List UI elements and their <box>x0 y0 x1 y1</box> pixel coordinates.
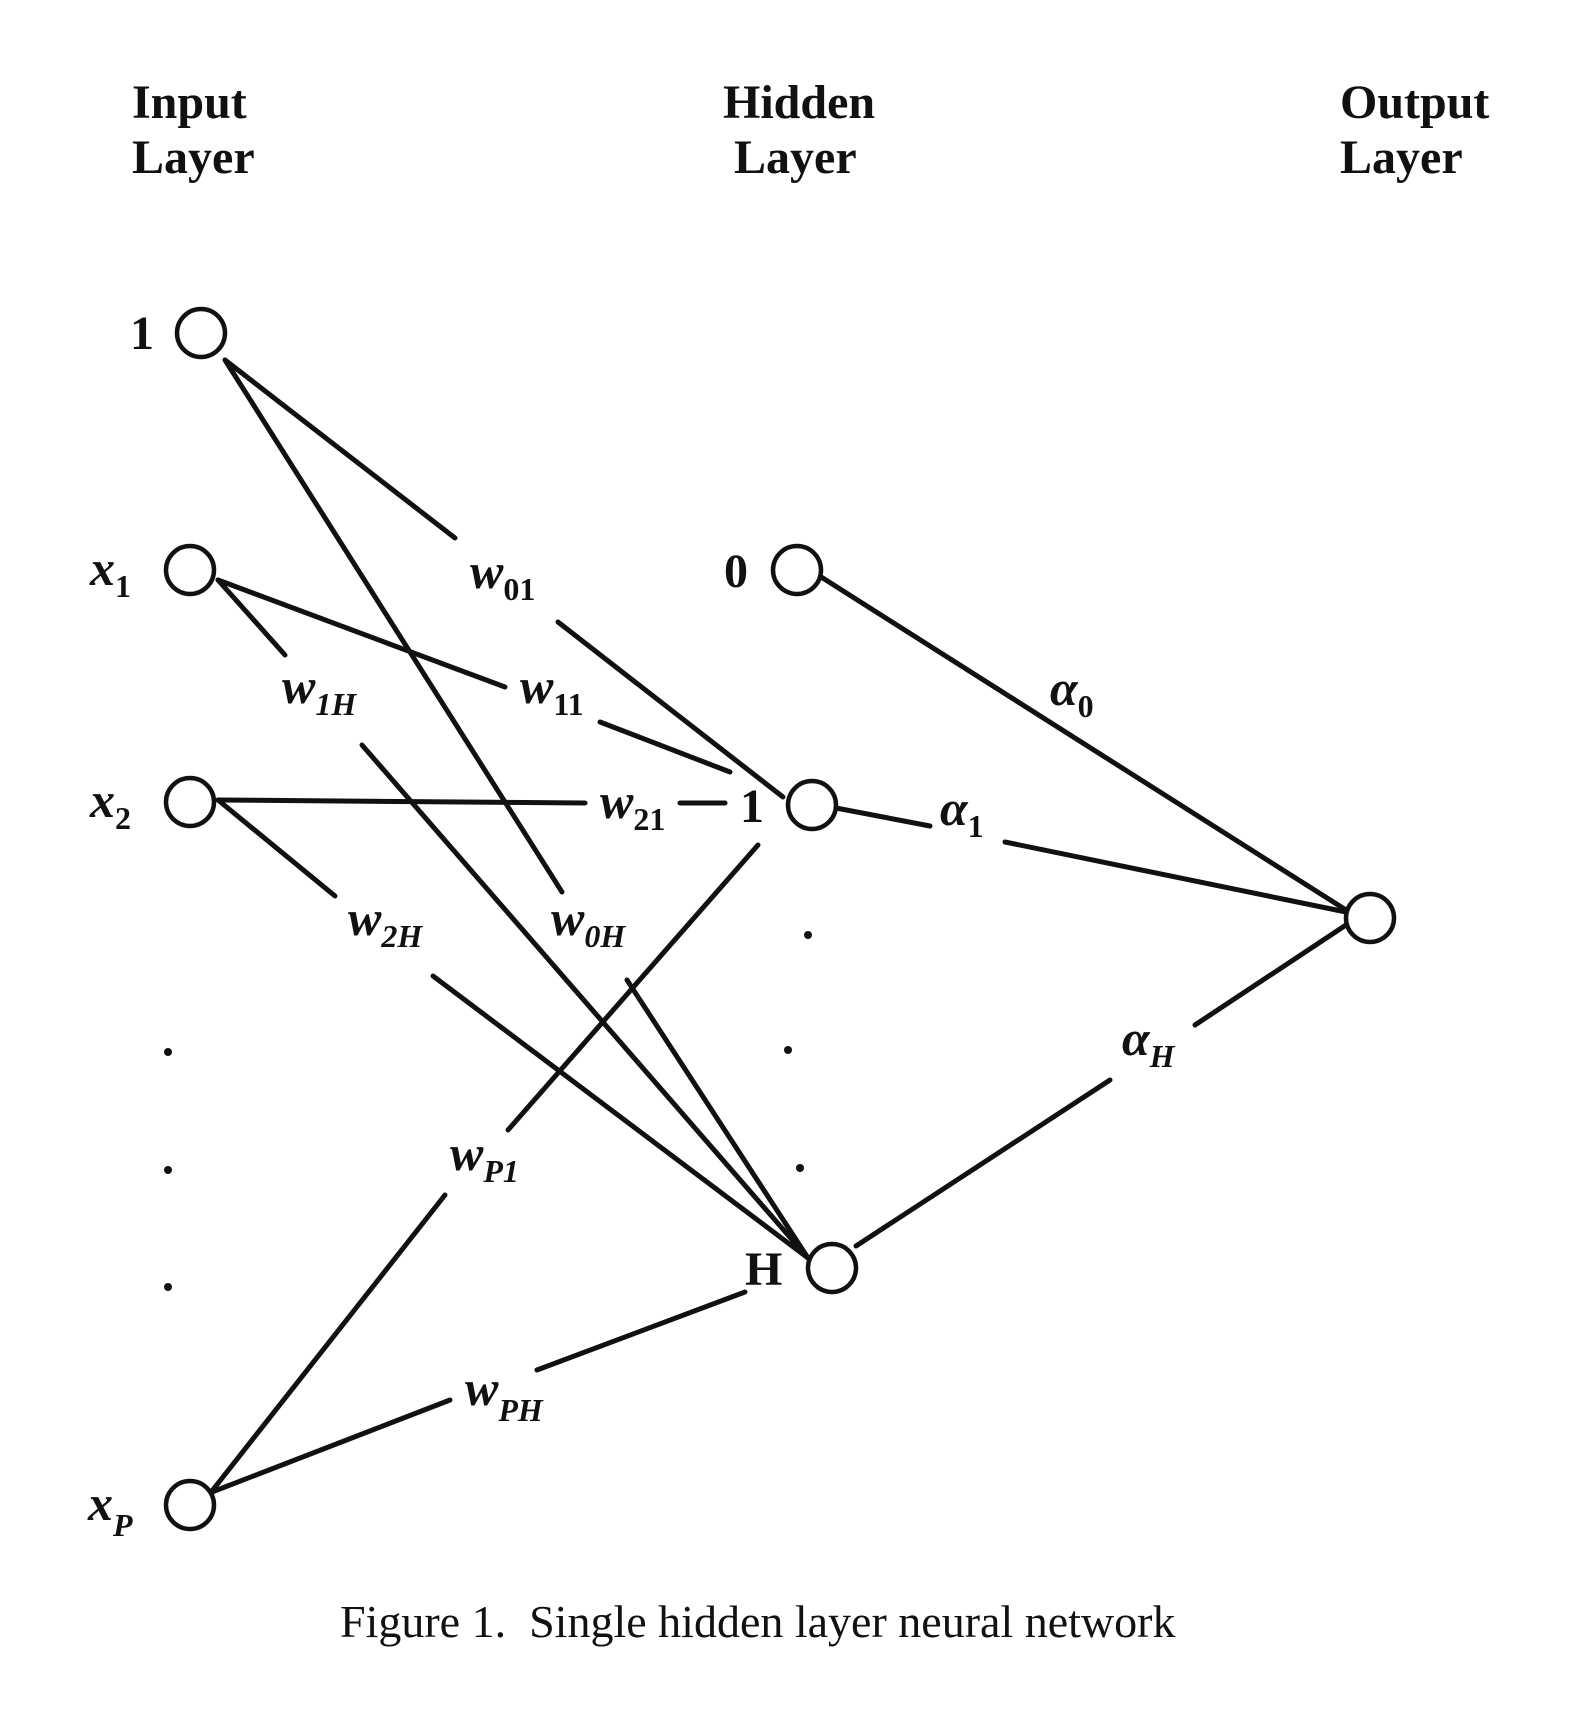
input-bias-label: 1 <box>130 307 154 360</box>
hidden-H-label: H <box>745 1243 782 1296</box>
input-node-x2 <box>163 775 217 829</box>
hidden-bias-label: 0 <box>724 545 748 598</box>
output-layer-header-line2: Layer <box>1340 131 1463 184</box>
input-node-xP <box>163 1478 217 1532</box>
hidden-1-label: 1 <box>740 780 764 833</box>
figure-caption: Figure 1. Single hidden layer neural net… <box>340 1596 1175 1647</box>
edge-x1-to-hH-a <box>215 577 288 658</box>
weight-wP1-label: wP1 <box>450 1125 519 1189</box>
xP-sub: P <box>112 1507 133 1543</box>
input-node-x1 <box>163 543 217 597</box>
edge-xP-to-h1-a <box>205 1192 448 1499</box>
input-xP-label: xP <box>87 1475 133 1543</box>
edge-x1-to-h1-a <box>215 577 508 690</box>
xP-base: x <box>87 1475 113 1531</box>
weight-w2H-label: w2H <box>348 890 423 954</box>
hidden-layer-header-line1: Hidden <box>723 76 875 129</box>
edge-x2-to-h1-a <box>215 797 588 806</box>
hidden-node-bias <box>770 543 824 597</box>
input-x2-label: x2 <box>89 772 131 836</box>
connections <box>205 357 1349 1499</box>
edge-xP-to-h1-b <box>505 842 761 1133</box>
input-layer: 1 x1 x2 xP <box>87 306 228 1543</box>
hidden-ellipsis-dot <box>784 1046 792 1054</box>
edge-x2-to-hH-b <box>430 973 811 1261</box>
weight-w21-label: w21 <box>600 773 665 837</box>
edge-bias-to-hH-b <box>624 977 811 1261</box>
weight-w01-label: w01 <box>470 543 535 607</box>
edge-h1-to-out-a <box>833 805 933 829</box>
edge-bias-to-h1-a <box>222 357 458 541</box>
edge-xP-to-hH-a <box>209 1397 453 1495</box>
input-ellipsis-dot <box>164 1048 172 1056</box>
edge-bias-to-hH-a <box>222 357 565 895</box>
weight-w11-label: w11 <box>520 658 584 722</box>
output-node <box>1343 891 1397 945</box>
weight-alpha1-label: α1 <box>940 780 984 844</box>
edge-xP-to-hH-b <box>534 1289 748 1373</box>
edge-x1-to-h1-b <box>597 719 733 775</box>
edge-hH-to-out-b <box>1192 922 1349 1028</box>
x2-base: x <box>89 772 115 828</box>
edge-h1-to-out-b <box>1002 839 1349 915</box>
x1-sub: 1 <box>115 568 131 604</box>
weight-w0H-label: w0H <box>551 890 626 954</box>
weight-labels: w01 w11 w1H w21 w2H w0H wP1 wPH α0 α1 α <box>282 543 1176 1428</box>
x2-sub: 2 <box>115 800 131 836</box>
hidden-node-H <box>805 1241 859 1295</box>
weight-alphaH-label: αH <box>1122 1010 1176 1074</box>
weight-wPH-label: wPH <box>465 1360 544 1428</box>
x1-base: x <box>89 540 115 596</box>
input-x1-label: x1 <box>89 540 131 604</box>
input-ellipsis-dot <box>164 1166 172 1174</box>
hidden-ellipsis-dot <box>804 931 812 939</box>
edge-hH-to-out-a <box>853 1077 1113 1249</box>
hidden-layer: 0 1 H <box>724 543 859 1296</box>
input-layer-header-line1: Input <box>132 76 247 129</box>
input-layer-header-line2: Layer <box>132 131 255 184</box>
edge-h0-to-out <box>815 572 1349 913</box>
weight-w1H-label: w1H <box>282 658 357 722</box>
edge-x2-to-hH-a <box>215 797 338 899</box>
weight-alpha0-label: α0 <box>1050 660 1094 724</box>
hidden-layer-header-line2: Layer <box>734 131 857 184</box>
output-layer-header-line1: Output <box>1340 76 1489 129</box>
edge-bias-to-h1-b <box>555 619 786 800</box>
output-layer <box>1343 891 1397 945</box>
input-node-bias <box>174 306 228 360</box>
input-ellipsis-dot <box>164 1283 172 1291</box>
hidden-node-1 <box>785 778 839 832</box>
hidden-ellipsis-dot <box>796 1164 804 1172</box>
layer-headers: Input Layer Hidden Layer Output Layer <box>132 76 1489 184</box>
edge-x1-to-hH-b <box>359 742 811 1261</box>
